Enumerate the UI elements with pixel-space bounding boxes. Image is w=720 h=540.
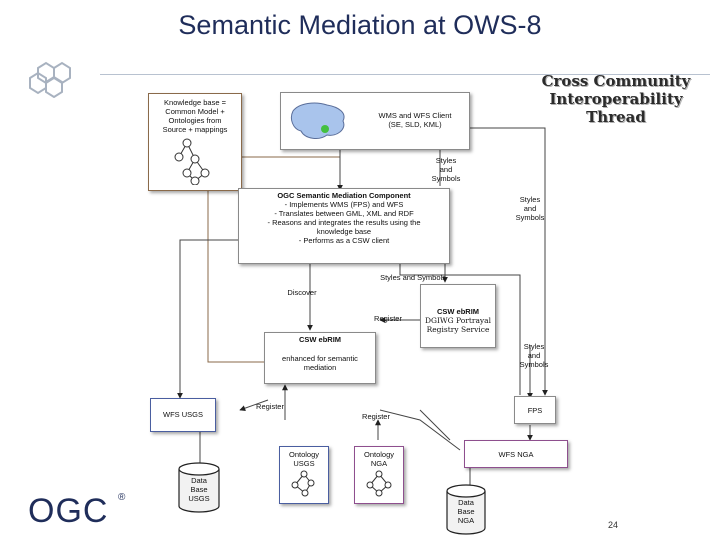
thread-line: Cross Community [541, 72, 691, 90]
csw-right-title: CSW ebRIM [436, 307, 480, 316]
knowledge-line: Ontologies from [168, 116, 222, 125]
mediation-line: knowledge base [316, 227, 372, 236]
label-line: and [439, 165, 453, 174]
knowledge-line: Source + mappings [162, 125, 228, 134]
ontology-nga-box: Ontology NGA [354, 446, 404, 504]
ontology-usgs-box: Ontology USGS [279, 446, 329, 504]
label-line: Symbols [515, 213, 545, 222]
db-usgs-line: Base [190, 485, 208, 494]
wfs-nga-label: WFS NGA [498, 450, 534, 459]
thread-title: Cross Community Interoperability Thread [520, 72, 712, 126]
database-icon [446, 484, 486, 535]
hexagon-logo-icon [29, 61, 71, 98]
ontology-graph-icon [366, 470, 392, 497]
ontology-nga-line: Ontology [363, 450, 395, 459]
ontology-graph-icon [174, 138, 210, 185]
mediation-title: OGC Semantic Mediation Component [277, 191, 411, 200]
csw-center-line: mediation [303, 363, 337, 372]
label-line: Styles [519, 195, 541, 204]
knowledge-line: Knowledge base = [164, 98, 226, 107]
thread-line: Thread [586, 108, 646, 126]
header-divider [100, 74, 710, 75]
thread-line: Interoperability [549, 90, 683, 108]
csw-center-title: CSW ebRIM [298, 335, 342, 344]
db-nga-line: Base [457, 507, 475, 516]
ontology-nga-line: NGA [370, 459, 388, 468]
mediation-line: - Reasons and integrates the results usi… [267, 218, 421, 227]
csw-ebrim-portrayal-box: CSW ebRIM DGIWG Portrayal Registry Servi… [420, 284, 496, 348]
csw-center-line: enhanced for semantic [282, 354, 358, 363]
wms-wfs-client-box: WMS and WFS Client (SE, SLD, KML) [280, 92, 470, 150]
register-label: Register [256, 402, 284, 411]
page-number: 24 [608, 520, 619, 530]
csw-ebrim-semantic-box: CSW ebRIM enhanced for semantic mediatio… [264, 332, 376, 384]
register-label: Register [374, 314, 402, 323]
semantic-mediation-box: OGC Semantic Mediation Component - Imple… [238, 188, 450, 264]
label-line: Symbols [519, 360, 549, 369]
database-nga: Data Base NGA [444, 484, 488, 536]
db-nga-line: Data [458, 498, 474, 507]
registered-mark: ® [118, 492, 126, 503]
csw-right-line: Registry Service [426, 325, 490, 334]
label-line: Styles [435, 156, 457, 165]
discover-label: Discover [287, 288, 317, 297]
database-icon [178, 462, 220, 513]
client-line: WMS and WFS Client [378, 111, 452, 120]
wfs-usgs-label: WFS USGS [162, 410, 203, 419]
ogc-logo: OGC [28, 492, 109, 530]
styles-symbols-label: Styles and Symbols [424, 156, 468, 183]
label-line: Styles [523, 342, 545, 351]
ontology-graph-icon [291, 470, 315, 497]
knowledge-base-box: Knowledge base = Common Model + Ontologi… [148, 93, 242, 191]
client-line: (SE, SLD, KML) [388, 120, 442, 129]
styles-symbols-inline-label: Styles and Symbols [380, 273, 446, 282]
ontology-usgs-line: USGS [293, 459, 315, 468]
styles-symbols-label: Styles and Symbols [508, 195, 552, 222]
antarctica-map-icon [290, 102, 345, 139]
mediation-line: - Implements WMS (FPS) and WFS [284, 200, 404, 209]
ontology-usgs-line: Ontology [288, 450, 320, 459]
wfs-usgs-box: WFS USGS [150, 398, 216, 432]
label-line: and [523, 204, 537, 213]
db-usgs-line: USGS [188, 494, 210, 503]
slide-title: Semantic Mediation at OWS-8 [178, 10, 542, 40]
label-line: Symbols [431, 174, 461, 183]
fps-label: FPS [527, 406, 543, 415]
mediation-line: - Performs as a CSW client [298, 236, 390, 245]
csw-right-line: DGIWG Portrayal [424, 316, 492, 325]
database-usgs: Data Base USGS [176, 462, 222, 514]
mediation-line: - Translates between GML, XML and RDF [274, 209, 414, 218]
label-line: and [527, 351, 541, 360]
styles-symbols-label: Styles and Symbols [512, 342, 556, 369]
wfs-nga-box: WFS NGA [464, 440, 568, 468]
register-label: Register [362, 412, 390, 421]
db-nga-line: NGA [457, 516, 475, 525]
db-usgs-line: Data [191, 476, 207, 485]
knowledge-line: Common Model + [165, 107, 225, 116]
fps-box: FPS [514, 396, 556, 424]
